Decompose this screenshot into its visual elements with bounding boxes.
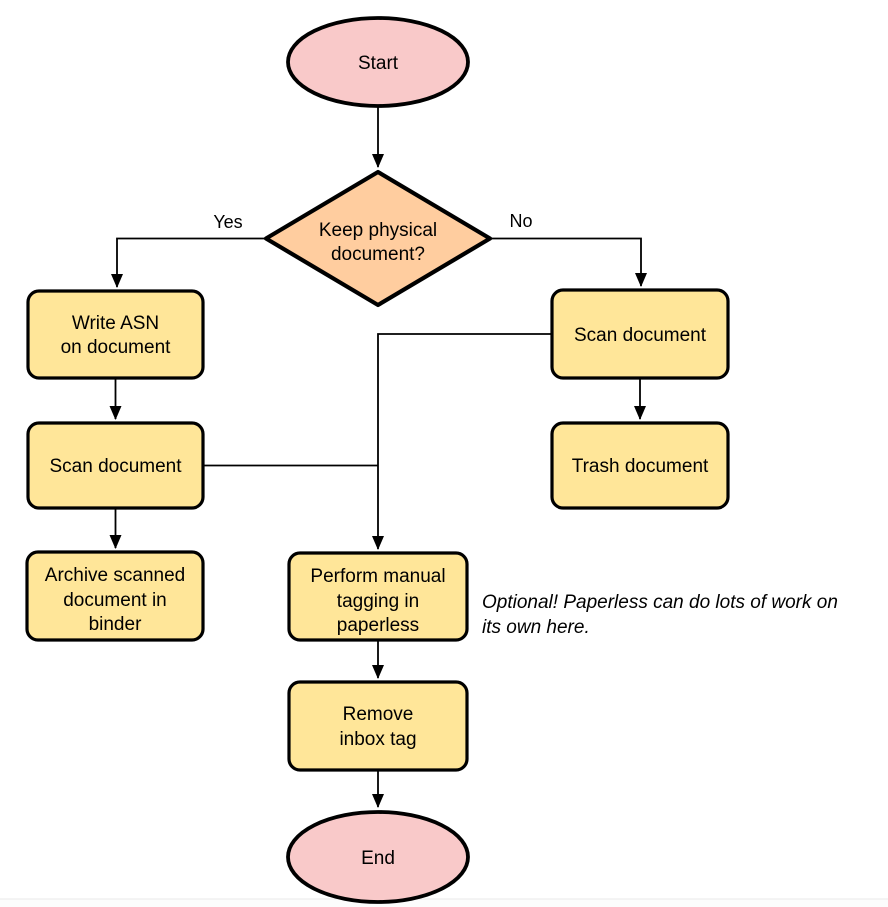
node-decision-label-line2: document? [331, 244, 425, 265]
footer-strip [0, 899, 888, 907]
node-tagging-label-line2: tagging in [337, 591, 419, 612]
node-write-asn-label-line2: on document [61, 337, 172, 358]
edge-scan-right-to-tagging [372, 333, 552, 550]
node-start-label: Start [358, 53, 399, 74]
node-archive-label-line1: Archive scanned [45, 565, 185, 586]
node-tagging-shape [287, 551, 469, 642]
edge-decision-yes-to-write-asn [111, 237, 265, 288]
node-scan-right-label: Scan document [574, 325, 707, 346]
node-scan-left-label: Scan document [49, 456, 182, 477]
node-write-asn-label-line1: Write ASN [72, 313, 159, 334]
node-write-asn-shape [26, 289, 205, 380]
node-remove-inbox-shape [287, 680, 469, 772]
bottom-divider [0, 898, 888, 900]
node-start-shape [286, 16, 470, 108]
node-end-label: End [361, 848, 395, 869]
node-scan-right-shape [550, 288, 730, 380]
note-line1: Optional! Paperless can do lots of work … [482, 592, 838, 613]
edge-decision-no-to-scan-right [491, 237, 647, 287]
edge-label-yes: Yes [213, 212, 242, 232]
note-line2: its own here. [482, 617, 590, 638]
node-decision-label-line1: Keep physical [319, 220, 437, 241]
node-end-shape [286, 810, 470, 904]
edge-label-no: No [509, 211, 532, 231]
node-trash-shape [550, 421, 730, 510]
node-remove-inbox-label-line1: Remove [343, 704, 414, 725]
node-tagging-label-line1: Perform manual [310, 566, 445, 587]
node-trash-label: Trash document [572, 456, 709, 477]
node-remove-inbox-label-line2: inbox tag [339, 729, 416, 750]
node-scan-left-shape [26, 421, 205, 510]
node-decision-shape [263, 169, 493, 308]
node-archive-label-line3: binder [89, 614, 142, 635]
node-tagging-label-line3: paperless [337, 615, 419, 636]
node-archive-shape [25, 550, 205, 642]
node-archive-label-line2: document in [63, 590, 167, 611]
